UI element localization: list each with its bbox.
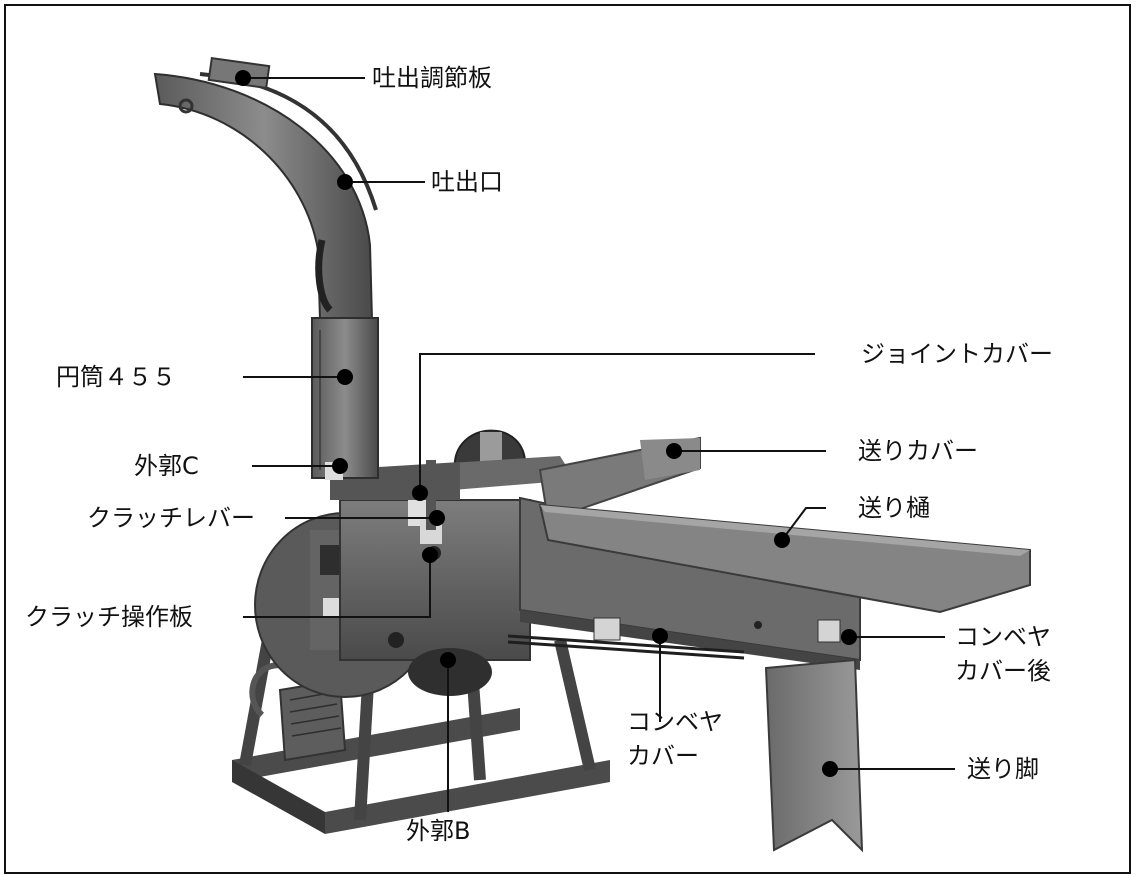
- dot-outer-shell-b: [440, 652, 456, 668]
- label-outer-shell-c: 外郭C: [134, 452, 199, 480]
- leader-clutch-operation-plate: [243, 555, 431, 618]
- dot-outer-shell-c: [332, 458, 348, 474]
- feed-leg-shape: [764, 658, 864, 853]
- dot-feed-leg: [822, 761, 838, 777]
- leader-joint-cover: [419, 353, 815, 493]
- dot-clutch-operation-plate: [422, 547, 438, 563]
- conveyor-body: [507, 436, 1031, 670]
- label-feed-trough: 送り樋: [858, 494, 930, 522]
- label-conveyor-cover: コンベヤ カバー: [627, 708, 723, 770]
- figure-frame: [4, 4, 1131, 874]
- label-outer-shell-b: 外郭B: [406, 817, 471, 845]
- top-housing: [330, 429, 575, 500]
- leader-feed-trough: [781, 507, 826, 541]
- dot-discharge-adjust-plate: [235, 70, 251, 86]
- dot-feed-trough: [774, 532, 790, 548]
- dot-discharge-outlet: [337, 174, 353, 190]
- label-cylinder-455: 円筒４５５: [56, 363, 176, 391]
- leader-lines: [243, 77, 955, 812]
- base-frame: [232, 638, 610, 834]
- callout-dots: [235, 70, 857, 777]
- dot-conveyor-cover: [652, 628, 668, 644]
- dot-clutch-lever: [429, 510, 445, 526]
- discharge-chute: [153, 56, 379, 480]
- label-feed-leg: 送り脚: [967, 755, 1039, 783]
- label-clutch-lever: クラッチレバー: [87, 504, 255, 532]
- label-conveyor-cover-rear: コンベヤ カバー後: [955, 623, 1051, 685]
- dot-feed-cover: [666, 443, 682, 459]
- label-discharge-adjust-plate: 吐出調節板: [372, 64, 492, 92]
- label-feed-cover: 送りカバー: [858, 437, 978, 465]
- label-clutch-operation-plate: クラッチ操作板: [25, 603, 193, 631]
- dot-joint-cover: [412, 485, 428, 501]
- label-discharge-outlet: 吐出口: [431, 168, 503, 196]
- dot-conveyor-cover-rear: [841, 629, 857, 645]
- label-joint-cover: ジョイントカバー: [861, 340, 1053, 368]
- machine-illustration: [153, 56, 1031, 853]
- dot-cylinder-455: [337, 369, 353, 385]
